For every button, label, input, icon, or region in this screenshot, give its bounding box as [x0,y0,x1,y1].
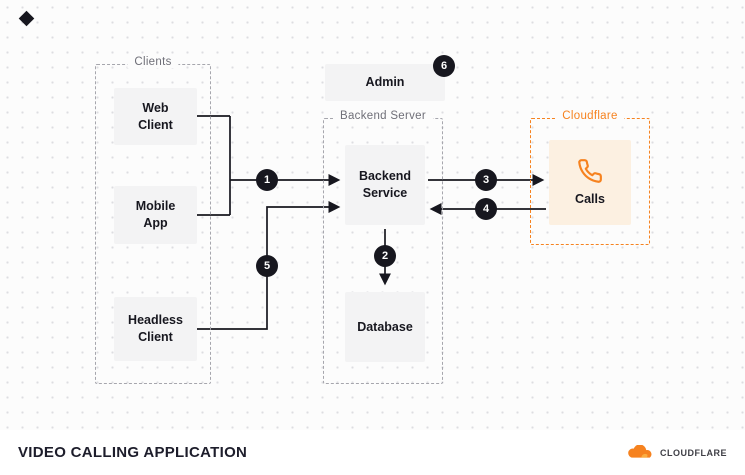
group-clients: Clients [95,56,211,384]
node-database: Database [345,292,425,362]
group-clients-label: Clients [127,56,179,68]
node-calls: Calls [549,140,631,225]
step-badge-2: 2 [374,245,396,267]
node-web-client-label: Web Client [138,100,173,132]
node-headless-client: Headless Client [114,297,197,361]
cloudflare-brand: CLOUDFLARE [625,445,727,460]
node-headless-client-label: Headless Client [128,313,183,344]
step-badge-4: 4 [475,198,497,220]
footer: VIDEO CALLING APPLICATION CLOUDFLARE [0,430,745,475]
node-backend-service: Backend Service [345,145,425,225]
node-database-label: Database [357,319,413,334]
node-backend-service-label: Backend Service [358,169,412,200]
diagram-canvas: Clients Backend Server Cloudflare Web Cl… [0,0,745,430]
group-cloudflare: Cloudflare [530,110,650,245]
group-cloudflare-label: Cloudflare [555,110,625,122]
node-admin: Admin [325,64,445,101]
group-backend-server: Backend Server [323,110,443,384]
group-backend-server-label: Backend Server [332,110,434,122]
node-calls-label: Calls [575,191,605,206]
step-badge-1: 1 [256,169,278,191]
cloudflare-cloud-icon [628,445,652,458]
phone-icon [578,158,602,183]
step-badge-5: 5 [256,255,278,277]
node-web-client: Web Client [114,88,197,145]
node-mobile-app-label: Mobile App [135,199,176,230]
step-badge-3: 3 [475,169,497,191]
node-admin-label: Admin [365,75,405,90]
step-badge-6: 6 [433,55,455,77]
cloudflare-brand-text: CLOUDFLARE [660,447,727,458]
diamond-icon [18,10,35,27]
node-mobile-app: Mobile App [114,186,197,244]
diagram-title: VIDEO CALLING APPLICATION [18,444,248,461]
